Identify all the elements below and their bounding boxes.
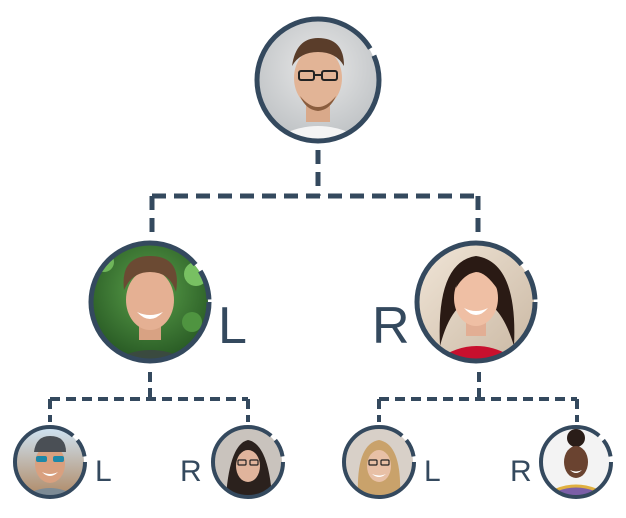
right-left-node: L: [344, 427, 441, 497]
connector-left-to-children: [50, 372, 248, 422]
right-right-node: R: [510, 427, 611, 497]
right-right-label: R: [510, 455, 532, 488]
left-right-label: R: [180, 455, 202, 488]
left-child-label: L: [218, 297, 247, 355]
root-node: [257, 19, 379, 141]
right-child-label: R: [372, 297, 410, 355]
connector-root-to-children: [152, 150, 478, 236]
left-left-node: L: [15, 427, 112, 497]
left-child-node: L: [90, 242, 247, 362]
left-right-node: R: [180, 427, 283, 497]
right-left-label: L: [424, 455, 441, 488]
left-left-label: L: [95, 455, 112, 488]
right-child-node: R: [372, 242, 536, 362]
connector-right-to-children: [379, 372, 577, 422]
